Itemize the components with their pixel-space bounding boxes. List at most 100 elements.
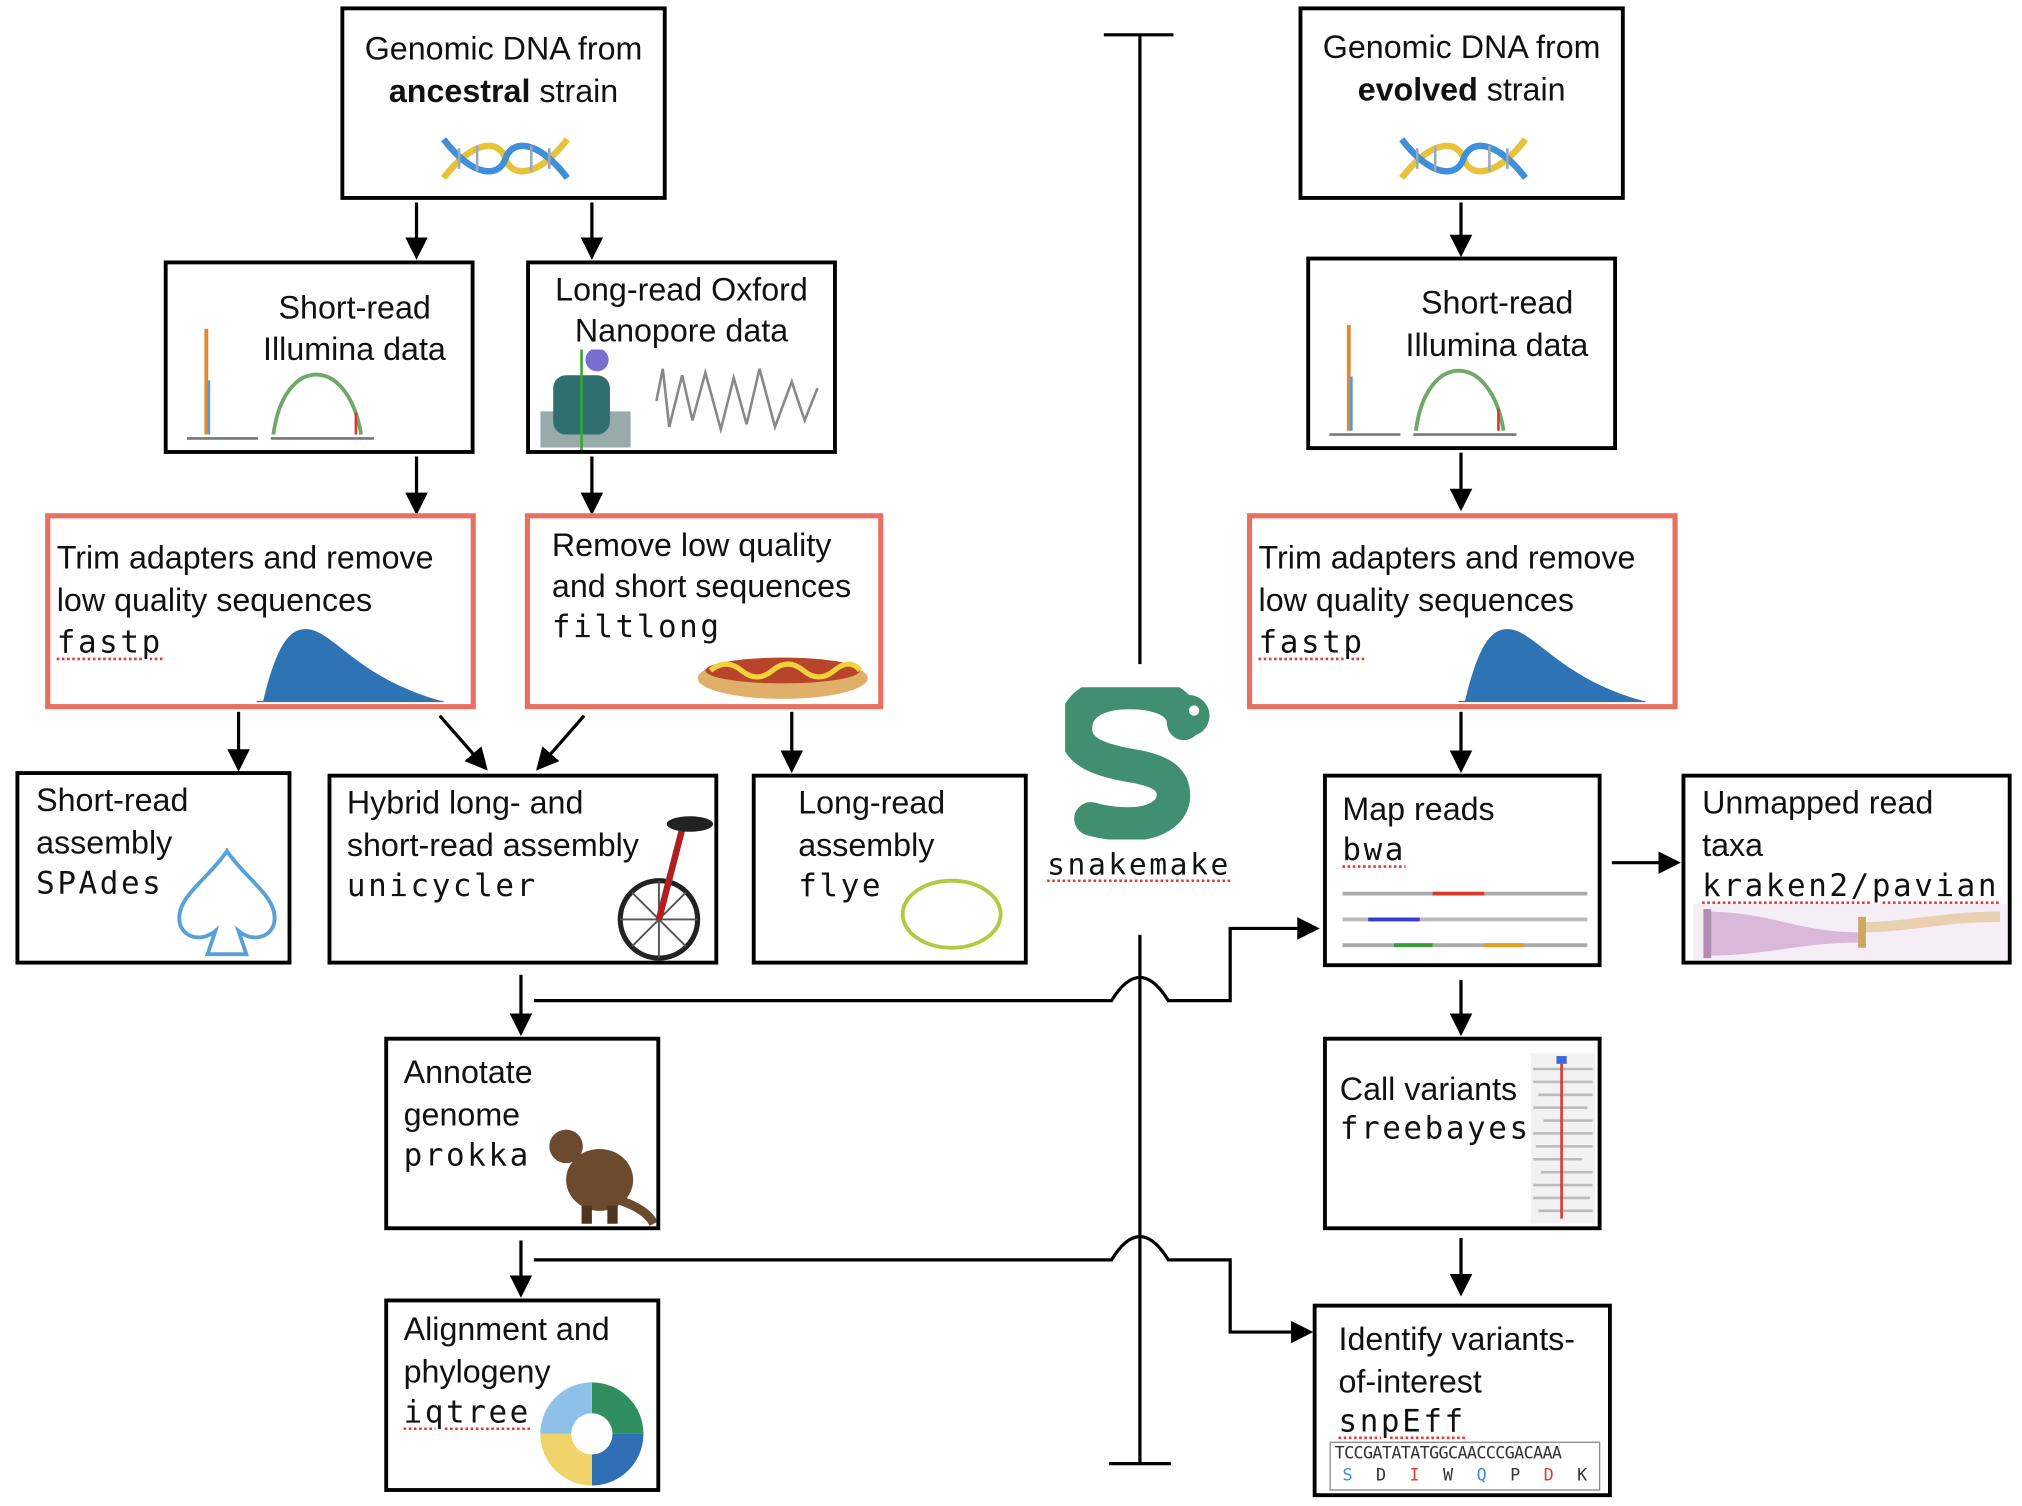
r-short-read-box: Short-read Illumina data <box>1306 256 1618 451</box>
unmapped-line2: taxa <box>1702 827 1764 864</box>
amino-acid-5: Q <box>1476 1466 1487 1486</box>
histogram-icon <box>256 629 444 703</box>
snpeff-line2: of-interest <box>1338 1364 1482 1401</box>
snpeff-tool: snpEff <box>1338 1402 1466 1440</box>
trim-tool: fastp <box>56 624 163 661</box>
dna-sequence: TCCGATATATGGCAACCCGACAAA <box>1334 1444 1562 1464</box>
ancestral-dna-line2: ancestral strain <box>344 71 663 112</box>
r-short-read-line1: Short-read <box>1421 284 1574 322</box>
snakemake-logo-icon <box>1065 687 1210 840</box>
ancestral-dna-line1: Genomic DNA from <box>364 30 643 68</box>
nanopore-signal-icon <box>540 349 819 451</box>
evolved-dna-bold: evolved <box>1357 72 1478 109</box>
amino-acid-3: I <box>1409 1466 1420 1486</box>
flye-line2: assembly <box>798 827 935 864</box>
quokka-icon <box>549 1129 657 1227</box>
flye-tool: flye <box>798 867 884 904</box>
flye-line1: Long-read <box>798 785 946 822</box>
link-annotation-to-identify <box>533 1235 1314 1344</box>
filter-line2: and short sequences <box>551 568 852 605</box>
spades-line2: assembly <box>36 825 173 862</box>
amino-acid-1: S <box>1342 1466 1353 1486</box>
unmapped-line1: Unmapped read <box>1702 785 1934 822</box>
unicycler-box: Hybrid long- and short-read assembly uni… <box>327 773 719 965</box>
hotdog-icon <box>697 657 868 699</box>
ancestral-dna-box: Genomic DNA from ancestral strain <box>340 6 667 200</box>
trim-box: Trim adapters and remove low quality seq… <box>45 513 476 710</box>
iqtree-line2: phylogeny <box>403 1353 551 1391</box>
long-read-box: Long-read Oxford Nanopore data <box>526 260 837 454</box>
trim-line1: Trim adapters and remove <box>56 540 434 577</box>
unmapped-tool: kraken2/pavian <box>1702 867 2000 904</box>
bwa-line1: Map reads <box>1342 791 1495 828</box>
snpeff-line1: Identify variants- <box>1338 1321 1576 1358</box>
histogram-icon <box>1458 629 1646 703</box>
amino-acid-8: K <box>1577 1466 1588 1486</box>
unmapped-box: Unmapped read taxa kraken2/pavian <box>1681 773 2012 965</box>
link-assembly-to-map <box>533 917 1320 1003</box>
unicycler-tool: unicycler <box>346 867 538 904</box>
arrow-trim-to-hybrid <box>438 714 488 771</box>
iqtree-logo-icon <box>540 1382 644 1486</box>
circular-genome-icon <box>900 878 1003 950</box>
trim-line2: low quality sequences <box>56 582 373 619</box>
snakemake-label: snakemake <box>1047 848 1231 883</box>
arrow-filter-to-hybrid <box>536 714 586 771</box>
unicycle-icon <box>617 816 714 961</box>
spade-icon <box>177 847 277 957</box>
amino-acid-7: D <box>1543 1466 1554 1486</box>
snpeff-box: Identify variants- of-interest snpEff TC… <box>1312 1303 1612 1498</box>
r-trim-line1: Trim adapters and remove <box>1258 540 1636 577</box>
illumina-schematic-icon <box>186 328 374 440</box>
long-read-line1: Long-read Oxford <box>555 272 808 309</box>
short-read-line2: Illumina data <box>263 331 446 368</box>
filter-box: Remove low quality and short sequences f… <box>524 513 884 710</box>
short-read-line1: Short-read <box>278 290 431 327</box>
flye-box: Long-read assembly flye <box>751 773 1028 965</box>
filter-tool: filtlong <box>551 608 722 645</box>
prokka-tool: prokka <box>403 1137 531 1174</box>
iqtree-line1: Alignment and <box>403 1311 610 1348</box>
prokka-line1: Annotate <box>403 1054 533 1091</box>
illumina-schematic-icon <box>1329 324 1517 436</box>
dna-helix-icon <box>441 137 570 180</box>
spades-line1: Short-read <box>36 782 189 819</box>
bwa-box: Map reads bwa <box>1323 773 1602 968</box>
pileup-icon <box>1530 1053 1596 1224</box>
sankey-icon <box>1693 903 2008 961</box>
iqtree-box: Alignment and phylogeny iqtree <box>384 1298 661 1492</box>
freebayes-box: Call variants freebayes <box>1323 1036 1602 1231</box>
r-trim-line2: low quality sequences <box>1258 582 1574 619</box>
evolved-dna-line1: Genomic DNA from <box>1322 29 1601 66</box>
alignment-icon <box>1342 891 1588 948</box>
spades-tool: SPAdes <box>36 865 164 902</box>
bwa-tool: bwa <box>1342 831 1407 868</box>
short-read-box: Short-read Illumina data <box>163 260 475 454</box>
spades-box: Short-read assembly SPAdes <box>15 771 292 965</box>
iqtree-tool: iqtree <box>403 1393 531 1431</box>
freebayes-line1: Call variants <box>1339 1071 1518 1108</box>
r-trim-box: Trim adapters and remove low quality seq… <box>1246 513 1678 710</box>
dna-helix-icon <box>1399 137 1529 180</box>
freebayes-tool: freebayes <box>1339 1110 1531 1147</box>
unicycler-line2: short-read assembly <box>346 827 639 864</box>
amino-acid-4: W <box>1443 1466 1454 1486</box>
unicycler-line1: Hybrid long- and <box>346 785 584 822</box>
filter-line1: Remove low quality <box>551 527 832 564</box>
codon-table: TCCGATATATGGCAACCCGACAAA S D I W Q P D K <box>1329 1441 1601 1491</box>
amino-acid-6: P <box>1510 1466 1521 1486</box>
prokka-line2: genome <box>403 1097 521 1134</box>
long-read-line2: Nanopore data <box>574 313 789 350</box>
evolved-dna-line2: evolved strain <box>1302 70 1621 111</box>
r-trim-tool: fastp <box>1258 624 1365 661</box>
ancestral-dna-bold: ancestral <box>388 73 531 110</box>
prokka-box: Annotate genome prokka <box>384 1036 661 1231</box>
evolved-dna-rest: strain <box>1477 72 1566 109</box>
evolved-dna-box: Genomic DNA from evolved strain <box>1298 6 1625 200</box>
amino-acid-2: D <box>1375 1466 1387 1486</box>
r-short-read-line2: Illumina data <box>1405 327 1589 364</box>
ancestral-dna-rest: strain <box>530 73 619 110</box>
